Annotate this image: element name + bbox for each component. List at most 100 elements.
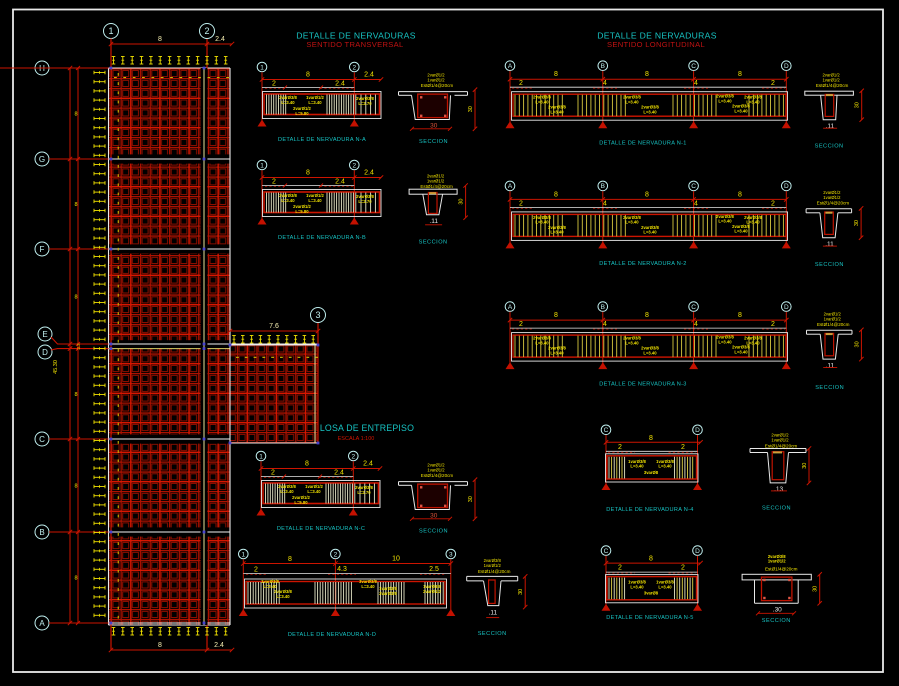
svg-text:C: C xyxy=(691,304,696,311)
svg-text:L=3.40: L=3.40 xyxy=(280,489,294,494)
svg-text:8: 8 xyxy=(305,461,309,468)
svg-text:.30: .30 xyxy=(773,607,782,614)
svg-text:L=3.40: L=3.40 xyxy=(535,220,549,225)
svg-text:2.4: 2.4 xyxy=(363,461,373,468)
svg-text:DETALLE DE NERVADURA N-B: DETALLE DE NERVADURA N-B xyxy=(278,235,366,241)
svg-text:L=3.40: L=3.40 xyxy=(734,229,748,234)
svg-text:D: D xyxy=(784,304,789,311)
svg-text:SECCION: SECCION xyxy=(478,631,507,637)
svg-text:30: 30 xyxy=(468,496,474,502)
svg-text:EstØ1/4@20cm: EstØ1/4@20cm xyxy=(817,322,850,327)
svg-text:1varØ1/2: 1varØ1/2 xyxy=(484,563,502,568)
svg-text:DETALLE DE NERVADURA N-A: DETALLE DE NERVADURA N-A xyxy=(278,137,366,143)
svg-text:2: 2 xyxy=(351,453,355,460)
svg-text:D: D xyxy=(784,63,789,70)
svg-text:DETALLE DE NERVADURAS: DETALLE DE NERVADURAS xyxy=(296,31,415,41)
svg-text:DETALLE DE NERVADURA N-5: DETALLE DE NERVADURA N-5 xyxy=(606,615,693,621)
svg-text:2varØ3/8: 2varØ3/8 xyxy=(732,104,750,109)
svg-text:A: A xyxy=(508,63,513,70)
svg-text:1varØ3/8: 1varØ3/8 xyxy=(628,580,646,585)
svg-text:2varØ3/8: 2varØ3/8 xyxy=(356,194,374,199)
svg-text:L=3.40: L=3.40 xyxy=(734,349,748,354)
svg-text:8: 8 xyxy=(649,556,653,563)
svg-text:C: C xyxy=(604,548,609,555)
svg-text:2: 2 xyxy=(254,567,258,574)
svg-text:B: B xyxy=(601,183,605,190)
svg-text:L=2.70: L=2.70 xyxy=(358,199,372,204)
svg-text:4: 4 xyxy=(603,80,607,87)
svg-text:2.4: 2.4 xyxy=(334,470,344,477)
svg-text:2: 2 xyxy=(271,470,275,477)
svg-text:2varØ3/8: 2varØ3/8 xyxy=(623,336,641,341)
svg-text:8: 8 xyxy=(649,435,653,442)
svg-text:D: D xyxy=(42,348,48,357)
svg-text:L=3.40: L=3.40 xyxy=(734,109,748,114)
svg-text:2varØ1/2: 2varØ1/2 xyxy=(427,174,445,179)
svg-text:L=3.40: L=3.40 xyxy=(625,220,639,225)
svg-text:8: 8 xyxy=(158,642,162,649)
svg-text:2varØ3/8: 2varØ3/8 xyxy=(356,96,374,101)
svg-text:L=3.40: L=3.40 xyxy=(643,110,657,115)
svg-text:2varØ3/8: 2varØ3/8 xyxy=(623,215,641,220)
svg-text:2varØ1/2: 2varØ1/2 xyxy=(822,72,840,77)
svg-text:C: C xyxy=(691,183,696,190)
svg-text:A: A xyxy=(508,304,513,311)
svg-text:L=5.80: L=5.80 xyxy=(294,500,308,505)
svg-text:2: 2 xyxy=(519,321,523,328)
svg-text:1varØ3/8: 1varØ3/8 xyxy=(628,459,646,464)
svg-text:2varØ3/8: 2varØ3/8 xyxy=(533,215,551,220)
svg-text:8: 8 xyxy=(74,484,77,490)
svg-text:2.4: 2.4 xyxy=(215,36,225,43)
svg-text:D: D xyxy=(695,548,700,555)
svg-text:1varØ1/2: 1varØ1/2 xyxy=(427,77,445,82)
svg-text:4: 4 xyxy=(603,200,607,207)
svg-text:L=3.40: L=3.40 xyxy=(746,220,760,225)
svg-text:8: 8 xyxy=(645,191,649,198)
svg-text:3varØ3/8: 3varØ3/8 xyxy=(359,579,377,584)
svg-text:8: 8 xyxy=(738,71,742,78)
svg-text:L=3.40: L=3.40 xyxy=(281,100,295,105)
svg-text:D: D xyxy=(695,427,700,434)
svg-text:EstØ1/4@20cm: EstØ1/4@20cm xyxy=(420,184,453,189)
svg-text:B: B xyxy=(39,528,44,537)
svg-text:2varØ3/8: 2varØ3/8 xyxy=(732,224,750,229)
svg-text:1varØ1/2: 1varØ1/2 xyxy=(823,195,841,200)
svg-text:8: 8 xyxy=(554,71,558,78)
svg-text:L=3.40: L=3.40 xyxy=(718,219,732,224)
svg-text:2varØ3/8: 2varØ3/8 xyxy=(732,345,750,350)
svg-text:7.6: 7.6 xyxy=(269,323,279,330)
svg-text:DETALLE DE NERVADURA N-1: DETALLE DE NERVADURA N-1 xyxy=(599,141,686,147)
svg-text:2: 2 xyxy=(618,444,622,451)
svg-text:8: 8 xyxy=(306,170,310,177)
svg-text:2varØ1/2: 2varØ1/2 xyxy=(423,589,441,594)
svg-text:1varØ3/8: 1varØ3/8 xyxy=(656,459,674,464)
svg-text:DETALLE DE NERVADURA N-2: DETALLE DE NERVADURA N-2 xyxy=(599,261,686,267)
svg-text:DETALLE DE NERVADURA N-D: DETALLE DE NERVADURA N-D xyxy=(288,632,376,638)
svg-text:2.5: 2.5 xyxy=(429,566,439,573)
svg-text:8: 8 xyxy=(288,556,292,563)
svg-text:L=3.40: L=3.40 xyxy=(718,99,732,104)
svg-text:2varØ3/8: 2varØ3/8 xyxy=(744,215,762,220)
svg-text:L=3.40: L=3.40 xyxy=(746,100,760,105)
svg-text:L=3.40: L=3.40 xyxy=(535,100,549,105)
svg-text:2varØ3/8: 2varØ3/8 xyxy=(533,336,551,341)
svg-text:2: 2 xyxy=(519,80,523,87)
svg-text:8: 8 xyxy=(738,191,742,198)
svg-text:2varØ3/8: 2varØ3/8 xyxy=(716,214,734,219)
svg-text:EstØ1/4@20cm: EstØ1/4@20cm xyxy=(478,569,511,574)
svg-text:L=3.40: L=3.40 xyxy=(281,198,295,203)
svg-text:8: 8 xyxy=(74,295,77,301)
svg-text:EstØ1/4@20cm: EstØ1/4@20cm xyxy=(816,83,849,88)
svg-text:D: D xyxy=(784,183,789,190)
svg-text:C: C xyxy=(39,435,45,444)
svg-text:2.4: 2.4 xyxy=(364,72,374,79)
svg-text:L=2.70: L=2.70 xyxy=(358,101,372,106)
svg-text:L=3.40: L=3.40 xyxy=(718,339,732,344)
svg-text:30: 30 xyxy=(430,123,438,130)
svg-text:A: A xyxy=(39,619,45,628)
svg-text:EstØ1/4@20cm: EstØ1/4@20cm xyxy=(765,567,798,572)
svg-text:L=3.40: L=3.40 xyxy=(658,464,672,469)
svg-text:L=3.40: L=3.40 xyxy=(625,340,639,345)
svg-text:2varØ3/8: 2varØ3/8 xyxy=(533,95,551,100)
svg-text:2varØ1/2: 2varØ1/2 xyxy=(427,462,445,467)
